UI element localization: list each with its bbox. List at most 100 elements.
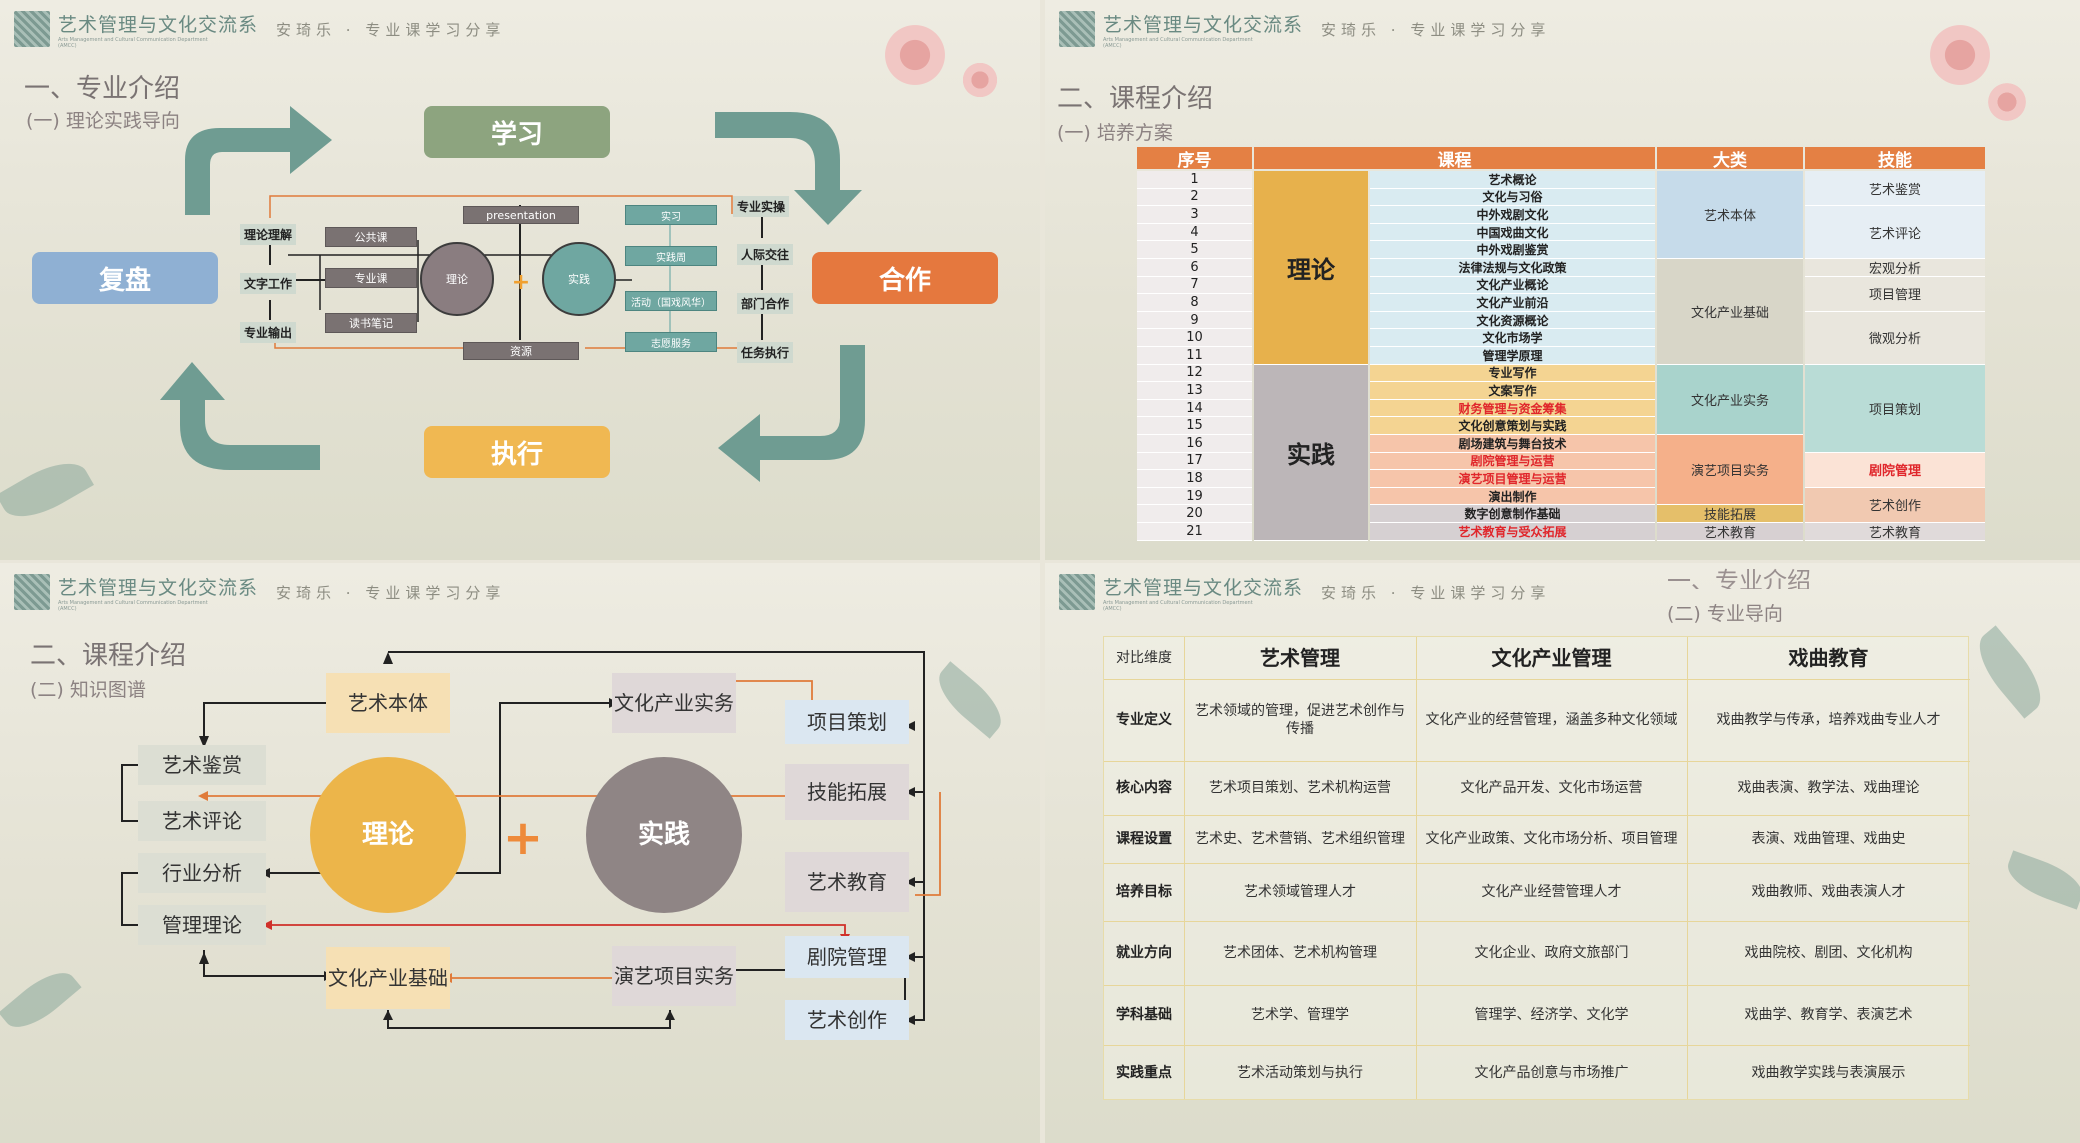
node-theater-management: 剧院管理	[785, 936, 909, 978]
course-name: 管理学原理	[1370, 347, 1655, 365]
cycle-cooperate: 合作	[812, 252, 998, 304]
skill-label: 微观分析	[1805, 311, 1985, 365]
comparison-cell: 戏曲教学实践与表演展示	[1751, 1065, 1906, 1081]
row-number: 3	[1137, 206, 1252, 224]
box-reading-notes: 读书笔记	[325, 313, 417, 333]
node-practice: 实践	[586, 757, 742, 913]
comparison-cell: 艺术学、管理学	[1251, 1007, 1349, 1023]
leaf-decoration-icon	[928, 661, 1012, 739]
comparison-cell: 艺术领域管理人才	[1244, 884, 1356, 900]
department-logo-icon	[14, 574, 50, 610]
comparison-cell: 艺术团体、艺术机构管理	[1223, 945, 1377, 961]
box-resources: 资源	[463, 342, 579, 360]
page-subtitle: (一) 培养方案	[1057, 122, 1173, 144]
label-theory-understanding: 理论理解	[240, 224, 297, 245]
skill-label: 艺术教育	[1805, 523, 1985, 541]
major-header: 艺术管理	[1260, 646, 1340, 670]
skill-label: 项目策划	[1805, 364, 1985, 453]
row-number: 5	[1137, 241, 1252, 259]
comparison-cell: 管理学、经济学、文化学	[1474, 1007, 1629, 1023]
box-practice-week: 实践周	[625, 246, 717, 266]
row-number: 13	[1137, 382, 1252, 400]
category-label: 艺术本体	[1657, 171, 1803, 259]
course-group-label: 理论	[1254, 171, 1368, 365]
row-number: 15	[1137, 417, 1252, 435]
comparison-cell: 文化产业政策、文化市场分析、项目管理	[1425, 831, 1678, 847]
comparison-cell: 文化企业、政府文旅部门	[1474, 945, 1629, 961]
comparison-cell: 戏曲学、教育学、表演艺术	[1744, 1007, 1913, 1023]
table-header: 序号	[1137, 147, 1252, 171]
cycle-diagram-lines	[160, 106, 865, 482]
department-logo-icon	[1059, 11, 1095, 47]
comparison-cell: 艺术活动策划与执行	[1237, 1065, 1363, 1081]
node-cultural-industry-practice: 文化产业实务	[612, 673, 736, 733]
skill-label: 剧院管理	[1805, 452, 1985, 488]
course-name: 剧场建筑与舞台技术	[1370, 435, 1655, 453]
course-name: 文化与习俗	[1370, 188, 1655, 207]
row-number: 6	[1137, 259, 1252, 277]
comparison-cell: 艺术史、艺术营销、艺术组织管理	[1195, 831, 1405, 847]
comparison-cell: 文化产业经营管理人才	[1481, 884, 1622, 900]
category-label: 演艺项目实务	[1657, 435, 1803, 506]
leaf-decoration-icon	[2001, 850, 2080, 910]
row-number: 19	[1137, 487, 1252, 506]
label-interpersonal: 人际交往	[737, 244, 794, 265]
plus-icon: +	[502, 810, 544, 866]
department-logo-icon	[14, 11, 50, 47]
row-label: 就业方向	[1116, 945, 1172, 961]
course-name: 文案写作	[1370, 382, 1655, 400]
brand-tagline: 安琦乐 · 专业课学习分享	[1321, 20, 1551, 39]
row-label: 专业定义	[1116, 712, 1172, 728]
brand-english: Arts Management and Cultural Communicati…	[1103, 599, 1253, 612]
skill-label: 艺术创作	[1805, 487, 1985, 523]
comparison-cell: 文化产品创意与市场推广	[1474, 1065, 1629, 1081]
course-name: 文化市场学	[1370, 329, 1655, 347]
skill-label: 艺术评论	[1805, 206, 1985, 259]
box-volunteer: 志愿服务	[625, 332, 717, 352]
row-divider	[1104, 1045, 1970, 1046]
row-number: 17	[1137, 452, 1252, 471]
row-divider	[1104, 761, 1970, 762]
node-art-ontology: 艺术本体	[326, 673, 450, 733]
course-name: 中外戏剧文化	[1370, 206, 1655, 224]
category-label: 文化产业实务	[1657, 364, 1803, 435]
page-title: 二、课程介绍	[1057, 84, 1214, 114]
node-art-criticism: 艺术评论	[138, 801, 266, 841]
node-cultural-industry-foundation: 文化产业基础	[326, 947, 450, 1009]
brand-tagline: 安琦乐 · 专业课学习分享	[276, 583, 506, 602]
row-label: 实践重点	[1116, 1065, 1172, 1081]
brand-name: 艺术管理与文化交流系	[58, 13, 259, 36]
table-header: 大类	[1657, 147, 1803, 171]
course-name: 法律法规与文化政策	[1370, 259, 1655, 277]
row-label: 核心内容	[1116, 780, 1172, 796]
comparison-cell: 戏曲院校、剧团、文化机构	[1744, 945, 1913, 961]
circle-practice: 实践	[542, 242, 616, 316]
box-presentation: presentation	[463, 206, 579, 224]
page-title: 二、课程介绍	[30, 641, 187, 671]
row-label: 学科基础	[1116, 1007, 1172, 1023]
row-number: 8	[1137, 294, 1252, 312]
dimension-header: 对比维度	[1116, 650, 1172, 666]
node-art-appreciation: 艺术鉴赏	[138, 745, 266, 785]
row-number: 2	[1137, 188, 1252, 207]
row-label: 培养目标	[1116, 884, 1172, 900]
brand-tagline: 安琦乐 · 专业课学习分享	[1321, 583, 1551, 602]
comparison-cell: 文化产品开发、文化市场运营	[1460, 780, 1643, 796]
course-name: 演出制作	[1370, 487, 1655, 506]
page-title: 一、专业介绍	[24, 74, 181, 104]
row-number: 10	[1137, 329, 1252, 347]
box-activity: 活动（国戏风华）	[625, 291, 717, 311]
circle-theory: 理论	[420, 242, 494, 316]
row-number: 11	[1137, 347, 1252, 365]
node-theory: 理论	[310, 757, 466, 913]
row-label: 课程设置	[1116, 831, 1172, 847]
skill-label: 项目管理	[1805, 276, 1985, 312]
label-writing-work: 文字工作	[240, 273, 297, 294]
course-name: 艺术教育与受众拓展	[1370, 523, 1655, 541]
row-divider	[1104, 679, 1970, 680]
row-number: 12	[1137, 364, 1252, 383]
row-number: 14	[1137, 399, 1252, 418]
course-name: 演艺项目管理与运营	[1370, 470, 1655, 488]
